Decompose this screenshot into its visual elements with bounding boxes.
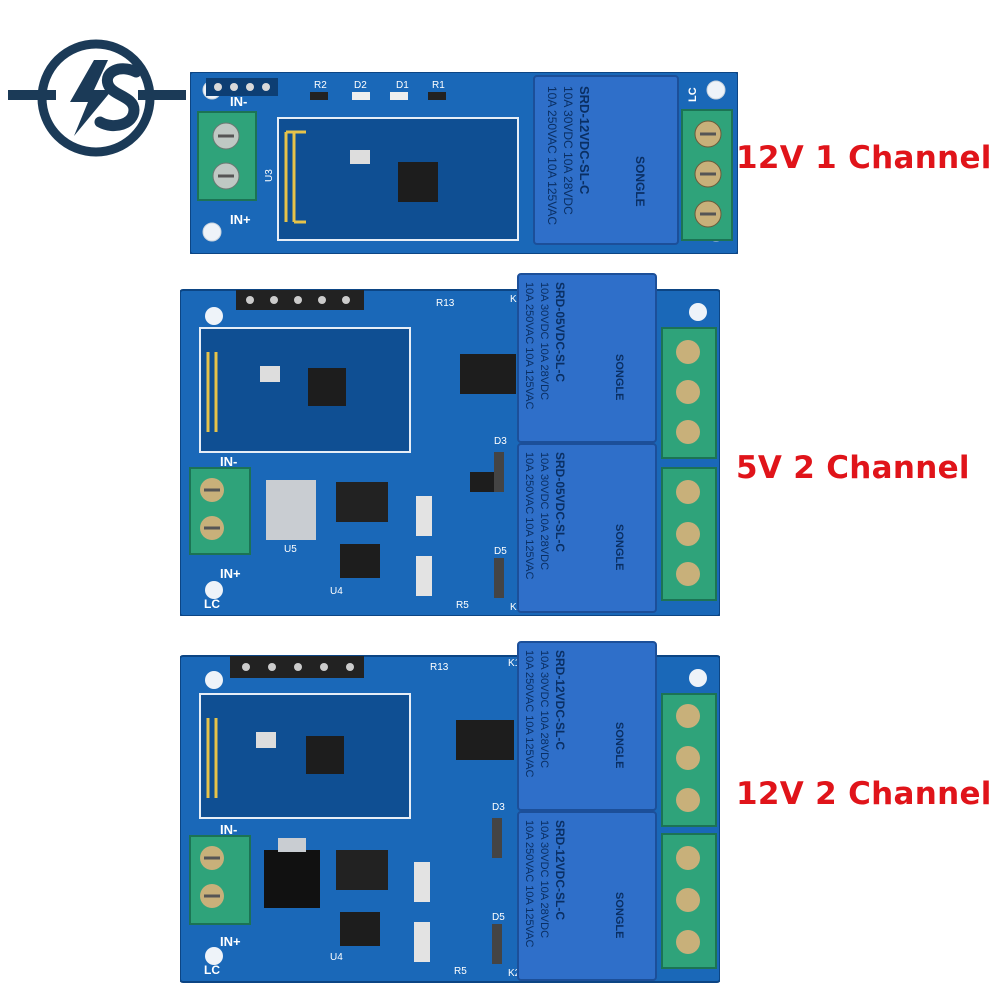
r13-label: R13 xyxy=(436,298,455,309)
in-minus-label: IN- xyxy=(220,454,237,469)
u4-label: U4 xyxy=(330,952,343,963)
relay-1-rating-1: 10A 250VAC 10A 125VAC xyxy=(523,650,535,777)
k1-label: K1 xyxy=(508,658,521,669)
input-terminal-block xyxy=(189,467,251,555)
lc-label: LC xyxy=(204,597,220,611)
relay-1-brand: SONGLE xyxy=(613,722,625,768)
relay-1: 10A 250VAC 10A 125VAC 10A 30VDC 10A 28VD… xyxy=(533,75,679,245)
lc-label: LC xyxy=(687,87,699,102)
output-terminal-block xyxy=(681,109,733,241)
k2-label: K2 xyxy=(508,968,521,979)
pin-header xyxy=(206,78,278,96)
r1-label: R1 xyxy=(432,80,445,91)
relay-1-rating-2: 10A 30VDC 10A 28VDC xyxy=(538,282,550,400)
pin-header xyxy=(236,290,364,310)
board-5v-2ch: U3 R13 K1 D3 D5 R5 K2 IN- IN+ U5 U4 LC 1… xyxy=(180,273,720,616)
d3-label: D3 xyxy=(494,436,507,447)
k1-label: K1 xyxy=(510,294,523,305)
k2-label: K2 xyxy=(510,602,523,613)
in-minus-label: IN- xyxy=(230,94,247,109)
relay-1: 10A 250VAC 10A 125VAC 10A 30VDC 10A 28VD… xyxy=(517,273,657,443)
pin-header xyxy=(230,656,364,678)
d5-label: D5 xyxy=(494,546,507,557)
relay-2-rating-2: 10A 30VDC 10A 28VDC xyxy=(538,452,550,570)
relay-2: 10A 250VAC 10A 125VAC 10A 30VDC 10A 28VD… xyxy=(517,443,657,613)
u4-label: U4 xyxy=(330,586,343,597)
lc-label: LC xyxy=(204,963,220,977)
board-12v-1ch: IN- IN+ U3 R2 D2 D1 R1 10A 250VAC 10A 12… xyxy=(190,72,738,254)
bluetooth-module xyxy=(199,327,411,453)
bluetooth-module xyxy=(199,693,411,819)
d5-label: D5 xyxy=(492,912,505,923)
relay-1-rating-2: 10A 30VDC 10A 28VDC xyxy=(538,650,550,768)
d2-label: D2 xyxy=(354,80,367,91)
relay-2-rating-1: 10A 250VAC 10A 125VAC xyxy=(523,820,535,947)
relay-2-brand: SONGLE xyxy=(613,524,625,570)
relay-1-brand: SONGLE xyxy=(613,354,625,400)
lightning-s-logo-icon xyxy=(8,39,186,157)
board-12v-2ch: U3 R13 K1 D3 D5 R5 K2 IN- IN+ U4 LC 10A … xyxy=(180,641,720,983)
input-terminal-block xyxy=(189,835,251,925)
relay-2-rating-1: 10A 250VAC 10A 125VAC xyxy=(523,452,535,579)
r5-label: R5 xyxy=(456,600,469,611)
output-terminal-block-2 xyxy=(661,467,717,601)
in-plus-label: IN+ xyxy=(220,934,241,949)
output-terminal-block-1 xyxy=(661,327,717,459)
relay-2: 10A 250VAC 10A 125VAC 10A 30VDC 10A 28VD… xyxy=(517,811,657,981)
relay-1: 10A 250VAC 10A 125VAC 10A 30VDC 10A 28VD… xyxy=(517,641,657,811)
r5-label: R5 xyxy=(454,966,467,977)
in-plus-label: IN+ xyxy=(220,566,241,581)
input-terminal-block xyxy=(197,111,257,201)
output-terminal-block-1 xyxy=(661,693,717,827)
relay-1-model: SRD-12VDC-SL-C xyxy=(553,650,567,750)
relay-2-model: SRD-12VDC-SL-C xyxy=(553,820,567,920)
relay-1-model: SRD-12VDC-SL-C xyxy=(577,86,592,195)
relay-1-brand: SONGLE xyxy=(633,156,647,207)
relay-2-brand: SONGLE xyxy=(613,892,625,938)
bluetooth-module xyxy=(277,117,519,241)
relay-1-rating-1: 10A 250VAC 10A 125VAC xyxy=(523,282,535,409)
board-1-label: 12V 1 Channel xyxy=(736,140,992,176)
d1-label: D1 xyxy=(396,80,409,91)
u3-label: U3 xyxy=(264,169,275,182)
in-plus-label: IN+ xyxy=(230,212,251,227)
relay-1-rating-1: 10A 250VAC 10A 125VAC xyxy=(545,86,559,225)
board-3-label: 12V 2 Channel xyxy=(736,776,992,812)
relay-1-rating-2: 10A 30VDC 10A 28VDC xyxy=(561,86,575,215)
relay-2-rating-2: 10A 30VDC 10A 28VDC xyxy=(538,820,550,938)
output-terminal-block-2 xyxy=(661,833,717,969)
u5-label: U5 xyxy=(284,544,297,555)
in-minus-label: IN- xyxy=(220,822,237,837)
d3-label: D3 xyxy=(492,802,505,813)
relay-1-model: SRD-05VDC-SL-C xyxy=(553,282,567,382)
r2-label: R2 xyxy=(314,80,327,91)
board-2-label: 5V 2 Channel xyxy=(736,450,970,486)
r13-label: R13 xyxy=(430,662,449,673)
relay-2-model: SRD-05VDC-SL-C xyxy=(553,452,567,552)
